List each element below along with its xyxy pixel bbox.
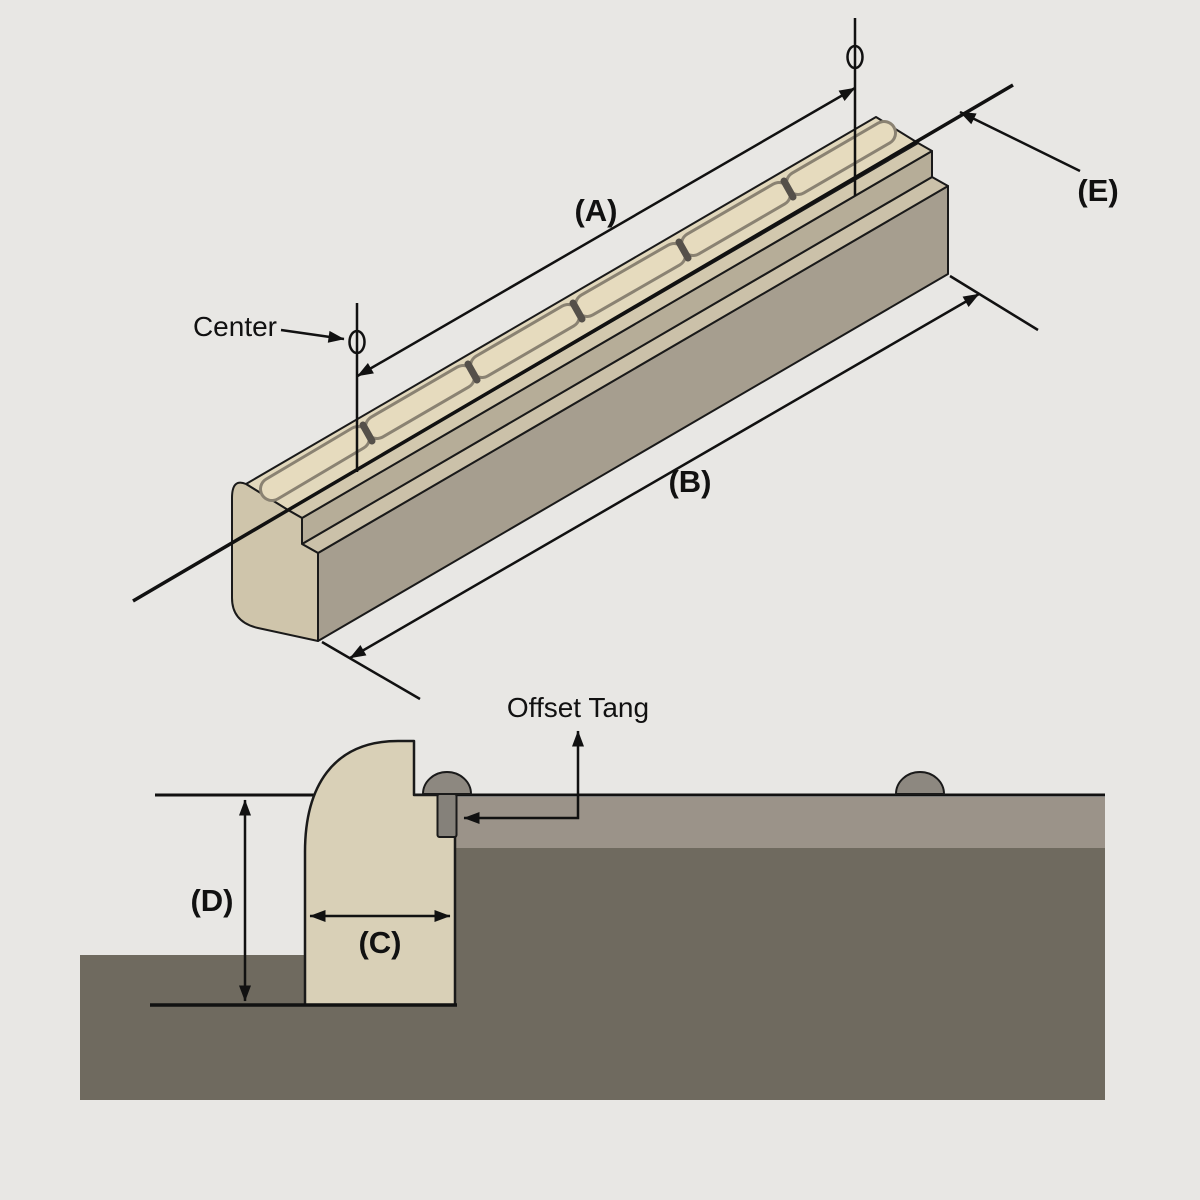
fret-crown (894, 771, 946, 795)
dim-b-extension-left (321, 640, 421, 701)
annotation-center: Center (193, 311, 345, 343)
dim-a-label: (A) (574, 193, 617, 228)
ridge-segment (262, 428, 368, 499)
center-arrow (280, 328, 345, 343)
dimension-d: (D) (190, 799, 251, 1002)
label-e: (E) (1077, 173, 1118, 208)
neck-section (80, 848, 1105, 1100)
fretboard-section (455, 797, 1105, 848)
offset-tang-label: Offset Tang (507, 692, 649, 723)
annotation-e: (E) (959, 110, 1119, 208)
nut-section (303, 739, 457, 1007)
label-e-arrow (959, 110, 1081, 173)
annotation-offset-tang: Offset Tang (463, 692, 649, 824)
offset-tang-leader (463, 730, 584, 824)
fret-tang (436, 793, 458, 838)
dim-b-line (349, 292, 980, 660)
section-view: (D) (C) Offset Tang (80, 692, 1105, 1100)
dim-b-extension-right (949, 274, 1039, 332)
dim-c-label: (C) (358, 925, 401, 960)
dimension-c: (C) (309, 910, 451, 960)
dim-d-label: (D) (190, 883, 233, 918)
dim-b-label: (B) (668, 464, 711, 499)
dimension-b: (B) (321, 274, 1039, 701)
center-mark-right (846, 44, 864, 70)
iso-view: (A) (B) (E) Center (132, 18, 1119, 701)
center-label: Center (193, 311, 277, 342)
